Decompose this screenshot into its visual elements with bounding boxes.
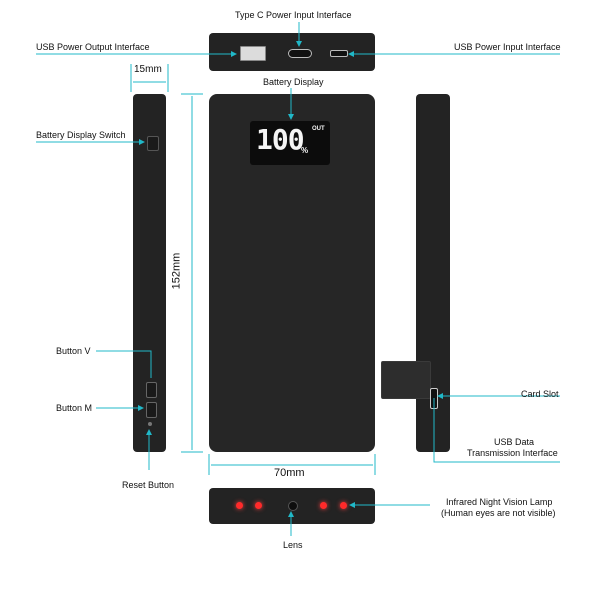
type-c-port [288,49,312,58]
height-dimension: 152mm [170,252,183,290]
infrared-label-line2: (Human eyes are not visible) [441,508,556,518]
display-out-text: OUT [312,126,325,132]
usb-a-port [240,46,266,61]
type-c-input-label: Type C Power Input Interface [235,10,352,20]
button-v-label: Button V [56,346,91,356]
reset-hole [148,422,152,426]
battery-display-switch-button [147,136,159,151]
micro-usb-data-port [430,388,438,409]
card-slot-label: Card Slot [521,389,559,399]
thickness-dimension: 15mm [134,64,162,75]
display-value: 100 [256,123,305,156]
display-percent: % [301,146,309,155]
infrared-led-1 [236,502,243,509]
button-v-key [146,382,157,398]
micro-usb-port [330,50,348,57]
sd-card [381,361,431,399]
lens-dot [288,501,298,511]
infrared-led-2 [255,502,262,509]
infrared-label-line1: Infrared Night Vision Lamp [446,497,553,507]
button-m-label: Button M [56,403,93,413]
usb-input-label: USB Power Input Interface [454,42,561,52]
button-m-key [146,402,157,418]
infrared-led-4 [340,502,347,509]
lens-label: Lens [283,540,303,550]
usb-output-label: USB Power Output Interface [36,42,150,52]
usb-data-label-line2: Transmission Interface [467,448,558,458]
battery-display-label: Battery Display [263,77,324,87]
reset-button-label: Reset Button [122,480,175,490]
width-dimension: 70mm [274,467,305,479]
battery-display-screen [250,121,330,165]
battery-display-switch-label: Battery Display Switch [36,130,126,140]
infrared-led-3 [320,502,327,509]
usb-data-label-line1: USB Data [494,437,535,447]
